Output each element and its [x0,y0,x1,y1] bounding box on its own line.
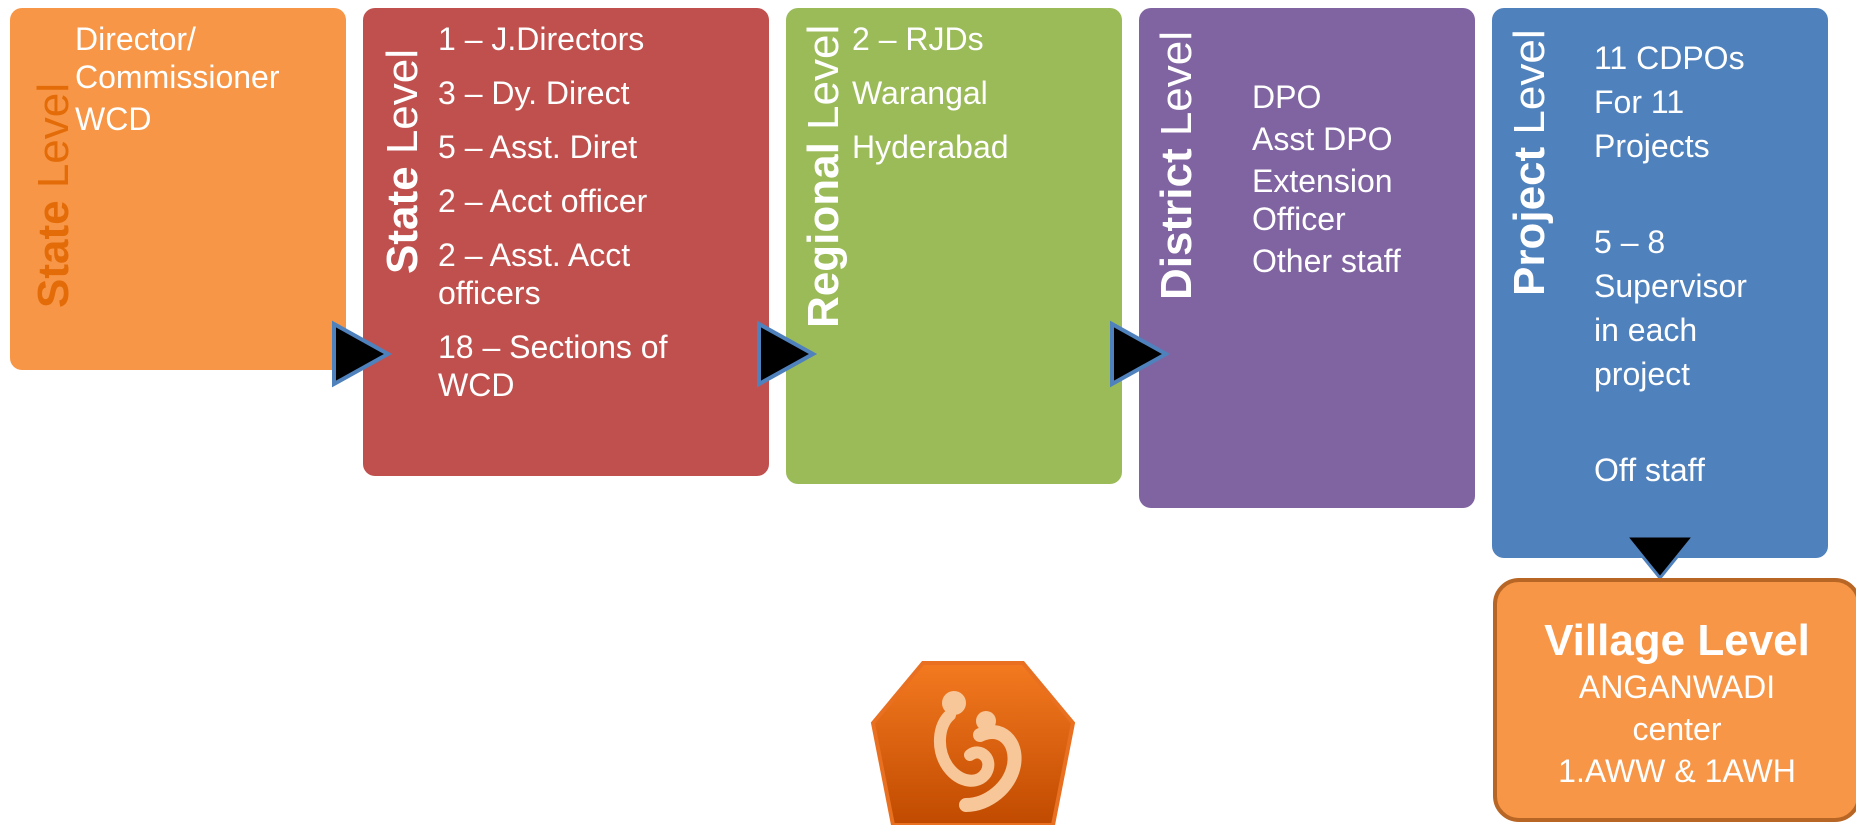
item-warangal: Warangal [852,75,988,111]
state-level-items-1: Director/ Commissioner WCD [75,20,335,142]
project-level-label-rest: Level [1505,29,1554,135]
state-level-label-bold-1: State [29,200,78,308]
item-asst-acct-officers: 2 – Asst. Acct officers [438,237,631,311]
item-supervisors: 5 – 8 Supervisor in each project [1594,224,1747,392]
state-level-label-rest-2: Level [378,48,427,155]
item-acct-officer: 2 – Acct officer [438,183,648,219]
district-level-label-rest: Level [1152,30,1201,137]
triangle-down-icon [1622,534,1698,581]
village-line-aww-awh: 1.AWW & 1AWH [1558,753,1796,789]
village-line-center: center [1632,711,1722,747]
item-director-commissioner: Director/ Commissioner [75,21,280,95]
project-level-box: Project Level 11 CDPOs For 11 Projects 5… [1492,8,1828,558]
state-level-label-rest-1: Level [29,82,78,189]
district-level-items: DPO Asst DPO Extension Officer Other sta… [1252,78,1432,284]
project-level-items: 11 CDPOs For 11 Projects 5 – 8 Superviso… [1594,36,1774,508]
mother-child-logo [870,661,1076,825]
item-dpo: DPO [1252,79,1322,115]
item-wcd: WCD [75,101,152,137]
state-level-label-1: State Level [29,82,78,308]
village-level-title: Village Level [1544,616,1810,665]
item-asst-diret: 5 – Asst. Diret [438,129,638,165]
item-j-directors: 1 – J.Directors [438,21,645,57]
regional-level-items: 2 – RJDs Warangal Hyderabad [852,20,1102,182]
item-asst-dpo: Asst DPO [1252,121,1393,157]
regional-level-label-bold: Regional [799,142,848,328]
state-level-box-1: State Level Director/ Commissioner WCD [10,8,346,370]
item-hyderabad: Hyderabad [852,129,1009,165]
state-level-box-2: State Level 1 – J.Directors 3 – Dy. Dire… [363,8,769,476]
item-sections-of-wcd: 18 – Sections of WCD [438,329,668,403]
state-level-items-2: 1 – J.Directors 3 – Dy. Direct 5 – Asst.… [438,20,738,420]
item-dy-direct: 3 – Dy. Direct [438,75,630,111]
triangle-right-icon [1110,320,1171,388]
district-level-label: District Level [1152,30,1201,300]
item-extension-officer: Extension Officer [1252,163,1393,237]
item-other-staff: Other staff [1252,243,1401,279]
regional-level-label-rest: Level [799,24,848,130]
item-off-staff: Off staff [1594,452,1705,488]
district-level-label-bold: District [1152,148,1201,300]
project-level-label-bold: Project [1505,146,1554,296]
village-line-anganwadi: ANGANWADI [1578,669,1776,705]
state-level-label-bold-2: State [378,166,427,274]
triangle-right-icon [757,320,818,388]
district-level-box: District Level DPO Asst DPO Extension Of… [1139,8,1475,508]
regional-level-box: Regional Level 2 – RJDs Warangal Hyderab… [786,8,1122,484]
item-cdpos: 11 CDPOs For 11 Projects [1594,40,1745,164]
state-level-label-2: State Level [378,48,427,274]
item-rjds: 2 – RJDs [852,21,984,57]
project-level-label: Project Level [1505,29,1554,296]
village-level-box: Village Level ANGANWADI center 1.AWW & 1… [1493,578,1856,822]
triangle-right-icon [332,320,393,388]
regional-level-label: Regional Level [799,24,848,328]
